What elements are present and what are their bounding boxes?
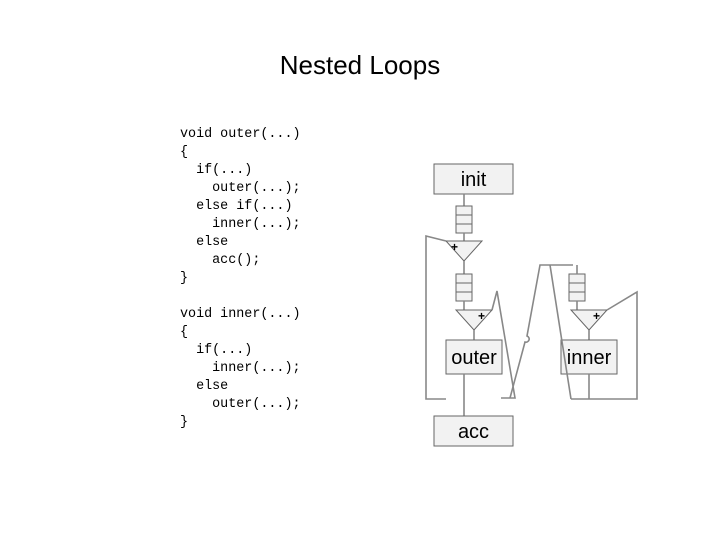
wire-inner-to-outer [509, 264, 573, 399]
wire-inner-return [549, 264, 572, 400]
code-line: inner(...); [180, 217, 301, 232]
code-line: if(...) [180, 163, 253, 178]
code-listing: void outer(...) { if(...) outer(...); el… [180, 126, 301, 432]
code-line: } [180, 415, 189, 430]
code-line: if(...) [180, 343, 253, 358]
code-line: else [180, 379, 229, 394]
inner-branch-node [569, 309, 609, 331]
code-line: void inner(...) [180, 307, 301, 322]
slide-title: Nested Loops [279, 50, 441, 80]
merge-plus: + [451, 240, 458, 254]
inner-branch-plus: + [593, 309, 600, 323]
wire-inner-feedback [606, 290, 638, 400]
init-box [433, 163, 514, 195]
code-line: acc(); [180, 253, 261, 268]
init-label: init [461, 169, 487, 191]
code-line: void outer(...) [180, 127, 301, 142]
wire-outer-to-inner [491, 290, 516, 399]
outer-label: outer [451, 347, 497, 369]
fifo-queue-outer [455, 273, 473, 302]
code-line: outer(...); [180, 181, 301, 196]
outer-branch-node [454, 309, 494, 331]
code-line: { [180, 145, 189, 160]
inner-label: inner [567, 347, 612, 369]
acc-label: acc [458, 421, 489, 443]
inner-box [560, 339, 618, 375]
code-line: else [180, 235, 229, 250]
code-line: outer(...); [180, 397, 301, 412]
code-line: inner(...); [180, 361, 301, 376]
outer-box [445, 339, 503, 375]
code-line: else if(...) [180, 199, 293, 214]
fifo-queue-main [455, 205, 473, 234]
acc-box [433, 415, 514, 447]
code-line: } [180, 271, 189, 286]
code-line: { [180, 325, 189, 340]
merge-node [444, 240, 484, 262]
outer-branch-plus: + [478, 309, 485, 323]
wire-outer-feedback [425, 234, 447, 400]
fifo-queue-inner [568, 273, 586, 302]
